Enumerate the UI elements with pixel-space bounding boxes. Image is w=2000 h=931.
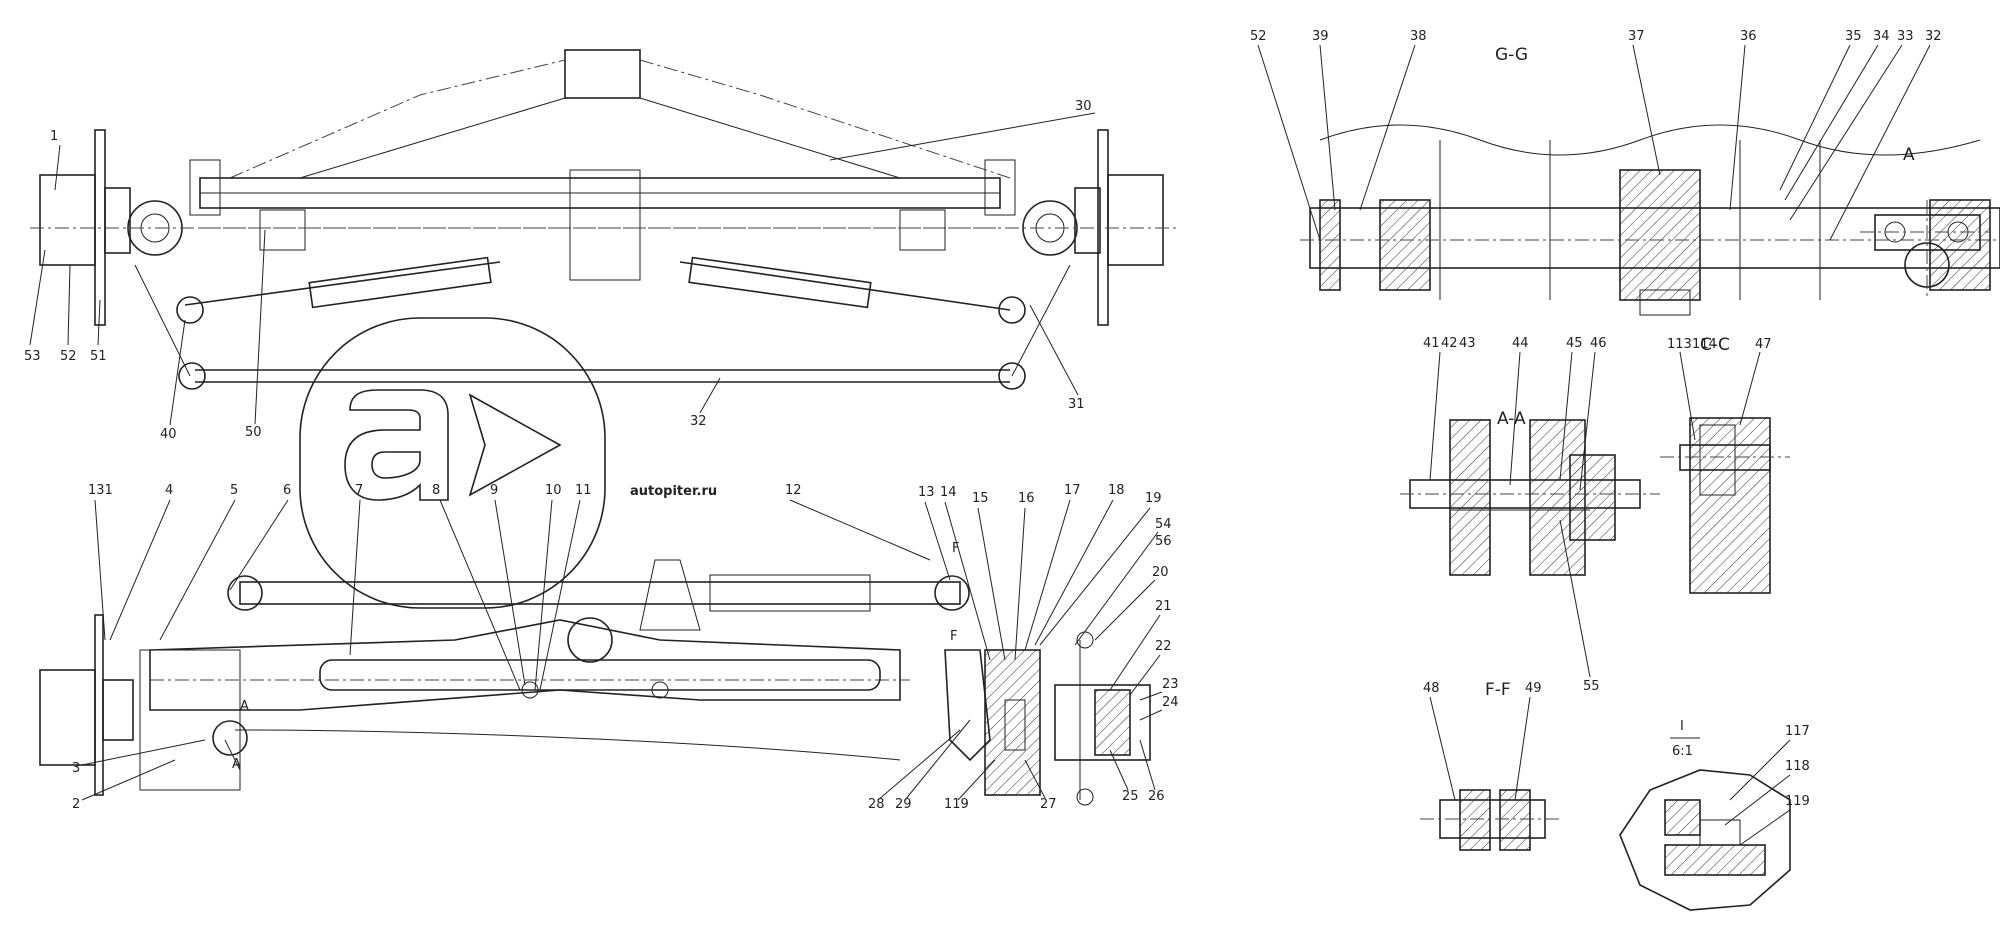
callout-13: 13 (918, 485, 935, 500)
callout-gg-34: 34 (1873, 29, 1890, 44)
callout-7: 7 (355, 483, 363, 498)
callout-9: 9 (490, 483, 498, 498)
callout-45: 45 (1566, 336, 1583, 351)
watermark-logo-a (344, 389, 449, 501)
callout-41: 41 (1423, 336, 1440, 351)
callout-2: 2 (72, 797, 80, 812)
callout-114: 114 (1692, 337, 1717, 352)
callout-25: 25 (1122, 789, 1139, 804)
callout-28: 28 (868, 797, 885, 812)
section-cc-title: C-C (1700, 335, 1730, 355)
callout-49: 49 (1525, 681, 1542, 696)
section-ff-title: F-F (1485, 680, 1511, 700)
section-aa-title: A-A (1497, 409, 1526, 429)
callout-46: 46 (1590, 336, 1607, 351)
callout-6: 6 (283, 483, 291, 498)
callout-10: 10 (545, 483, 562, 498)
section-gg: G-G (1300, 45, 2000, 316)
callout-44: 44 (1512, 336, 1529, 351)
callout-113: 113 (1667, 337, 1692, 352)
callout-gg-37: 37 (1628, 29, 1645, 44)
callout-29: 29 (895, 797, 912, 812)
callout-15: 15 (972, 491, 989, 506)
detail-scale: 6:1 (1672, 744, 1693, 759)
mark-a-2: A (232, 757, 241, 772)
callout-32: 32 (690, 414, 707, 429)
callout-51: 51 (90, 349, 107, 364)
callout-18: 18 (1108, 483, 1125, 498)
callout-119-detail: 119 (1785, 794, 1810, 809)
callout-16: 16 (1018, 491, 1035, 506)
callout-21: 21 (1155, 599, 1172, 614)
mark-f-1: F (952, 541, 959, 556)
watermark-logo-ring (299, 317, 606, 609)
section-aa: A-A (1400, 409, 1660, 576)
view-marks: A A F F (232, 541, 959, 772)
callout-gg-38: 38 (1410, 29, 1427, 44)
view-a-title: A (1903, 145, 1915, 165)
callout-gg-33: 33 (1897, 29, 1914, 44)
mark-f-2: F (950, 629, 957, 644)
callout-12: 12 (785, 483, 802, 498)
callout-50: 50 (245, 425, 262, 440)
callout-5: 5 (230, 483, 238, 498)
callout-8: 8 (432, 483, 440, 498)
callout-42: 42 (1441, 336, 1458, 351)
callout-31: 31 (1068, 397, 1085, 412)
callout-19: 19 (1145, 491, 1162, 506)
callout-26: 26 (1148, 789, 1165, 804)
mark-a-1: A (240, 699, 249, 714)
watermark-text: autopiter.ru (630, 484, 717, 499)
callout-55: 55 (1583, 679, 1600, 694)
ff-callouts: 48 49 (1423, 681, 1542, 801)
detail-callouts: 117 118 119 (1724, 724, 1810, 846)
callout-1: 1 (50, 129, 58, 144)
callout-gg-52: 52 (1250, 29, 1267, 44)
callout-52: 52 (60, 349, 77, 364)
callout-43: 43 (1459, 336, 1476, 351)
watermark-logo-arrow (468, 393, 562, 497)
callout-117: 117 (1785, 724, 1810, 739)
callout-40: 40 (160, 427, 177, 442)
section-cc: C-C (1660, 335, 1790, 594)
callout-47: 47 (1755, 337, 1772, 352)
callout-56-visible: 56 (1155, 534, 1172, 549)
section-ff: F-F (1420, 680, 1560, 851)
detail-label: I (1680, 719, 1684, 734)
callout-131: 131 (88, 483, 113, 498)
callout-gg-32: 32 (1925, 29, 1942, 44)
callout-11: 11 (575, 483, 592, 498)
gg-callouts: 32 33 34 35 36 37 38 39 52 (1250, 29, 1942, 241)
callout-23: 23 (1162, 677, 1179, 692)
callout-3: 3 (72, 761, 80, 776)
callout-gg-39: 39 (1312, 29, 1329, 44)
watermark: autopiter.ru (299, 317, 717, 609)
callout-4: 4 (165, 483, 173, 498)
callout-53: 53 (24, 349, 41, 364)
top-axle-view (30, 49, 1180, 390)
view-a: A (1860, 145, 1990, 300)
section-gg-title: G-G (1495, 45, 1528, 65)
callout-48: 48 (1423, 681, 1440, 696)
callout-14: 14 (940, 485, 957, 500)
callout-22: 22 (1155, 639, 1172, 654)
bottom-callouts: 2 3 4 5 6 7 8 9 10 11 12 13 14 15 16 17 … (72, 483, 1179, 812)
callout-30: 30 (1075, 99, 1092, 114)
callout-20: 20 (1152, 565, 1169, 580)
callout-27: 27 (1040, 797, 1057, 812)
bottom-axle-view (39, 559, 1151, 806)
callout-gg-36: 36 (1740, 29, 1757, 44)
top-callouts: 1 30 31 32 40 50 51 52 53 (24, 99, 1096, 442)
callout-54: 54 (1155, 517, 1172, 532)
callout-17: 17 (1064, 483, 1081, 498)
callout-118: 118 (1785, 759, 1810, 774)
callout-24: 24 (1162, 695, 1179, 710)
callout-gg-35: 35 (1845, 29, 1862, 44)
aa-callouts: 41 42 43 44 45 46 55 (1423, 336, 1607, 694)
callout-119: 119 (944, 797, 969, 812)
cc-callouts: 113 114 47 (1667, 337, 1772, 441)
detail-i: I 6:1 (1619, 719, 1791, 911)
